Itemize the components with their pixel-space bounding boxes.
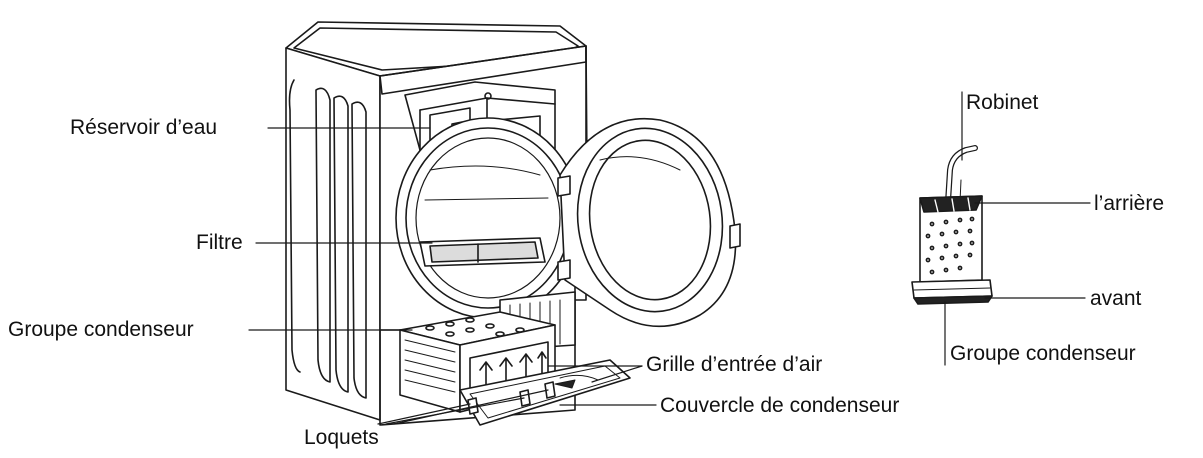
side-groove-3 (333, 95, 349, 393)
right-callout-lines (944, 91, 1091, 366)
condenser-rinse-illustration (911, 145, 993, 305)
dryer-illustration (285, 21, 741, 426)
line-loquets-3 (393, 389, 549, 425)
callout-lines (248, 127, 657, 425)
line-loquets-1 (377, 403, 471, 425)
side-groove-1 (288, 79, 301, 373)
label-avant: avant (1090, 287, 1142, 310)
label-filtre: Filtre (196, 231, 243, 254)
line-grille-2 (591, 365, 643, 383)
label-reservoir: Réservoir d’eau (70, 116, 218, 139)
drum-opening (395, 117, 581, 319)
label-robinet: Robinet (966, 91, 1039, 114)
label-groupe-condenseur-right: Groupe condenseur (950, 342, 1136, 365)
label-grille: Grille d’entrée d’air (646, 353, 823, 376)
dryer-door (557, 117, 741, 328)
label-couvercle: Couvercle de condenseur (660, 394, 900, 417)
label-groupe-condenseur-left: Groupe condenseur (8, 318, 194, 341)
condenser-block (911, 195, 993, 305)
lint-filter (419, 237, 546, 267)
label-loquets: Loquets (304, 426, 379, 449)
dryer-top-inner (293, 27, 579, 71)
side-groove-2 (315, 87, 331, 383)
label-arriere: l’arrière (1094, 192, 1165, 215)
side-groove-4 (351, 101, 367, 399)
